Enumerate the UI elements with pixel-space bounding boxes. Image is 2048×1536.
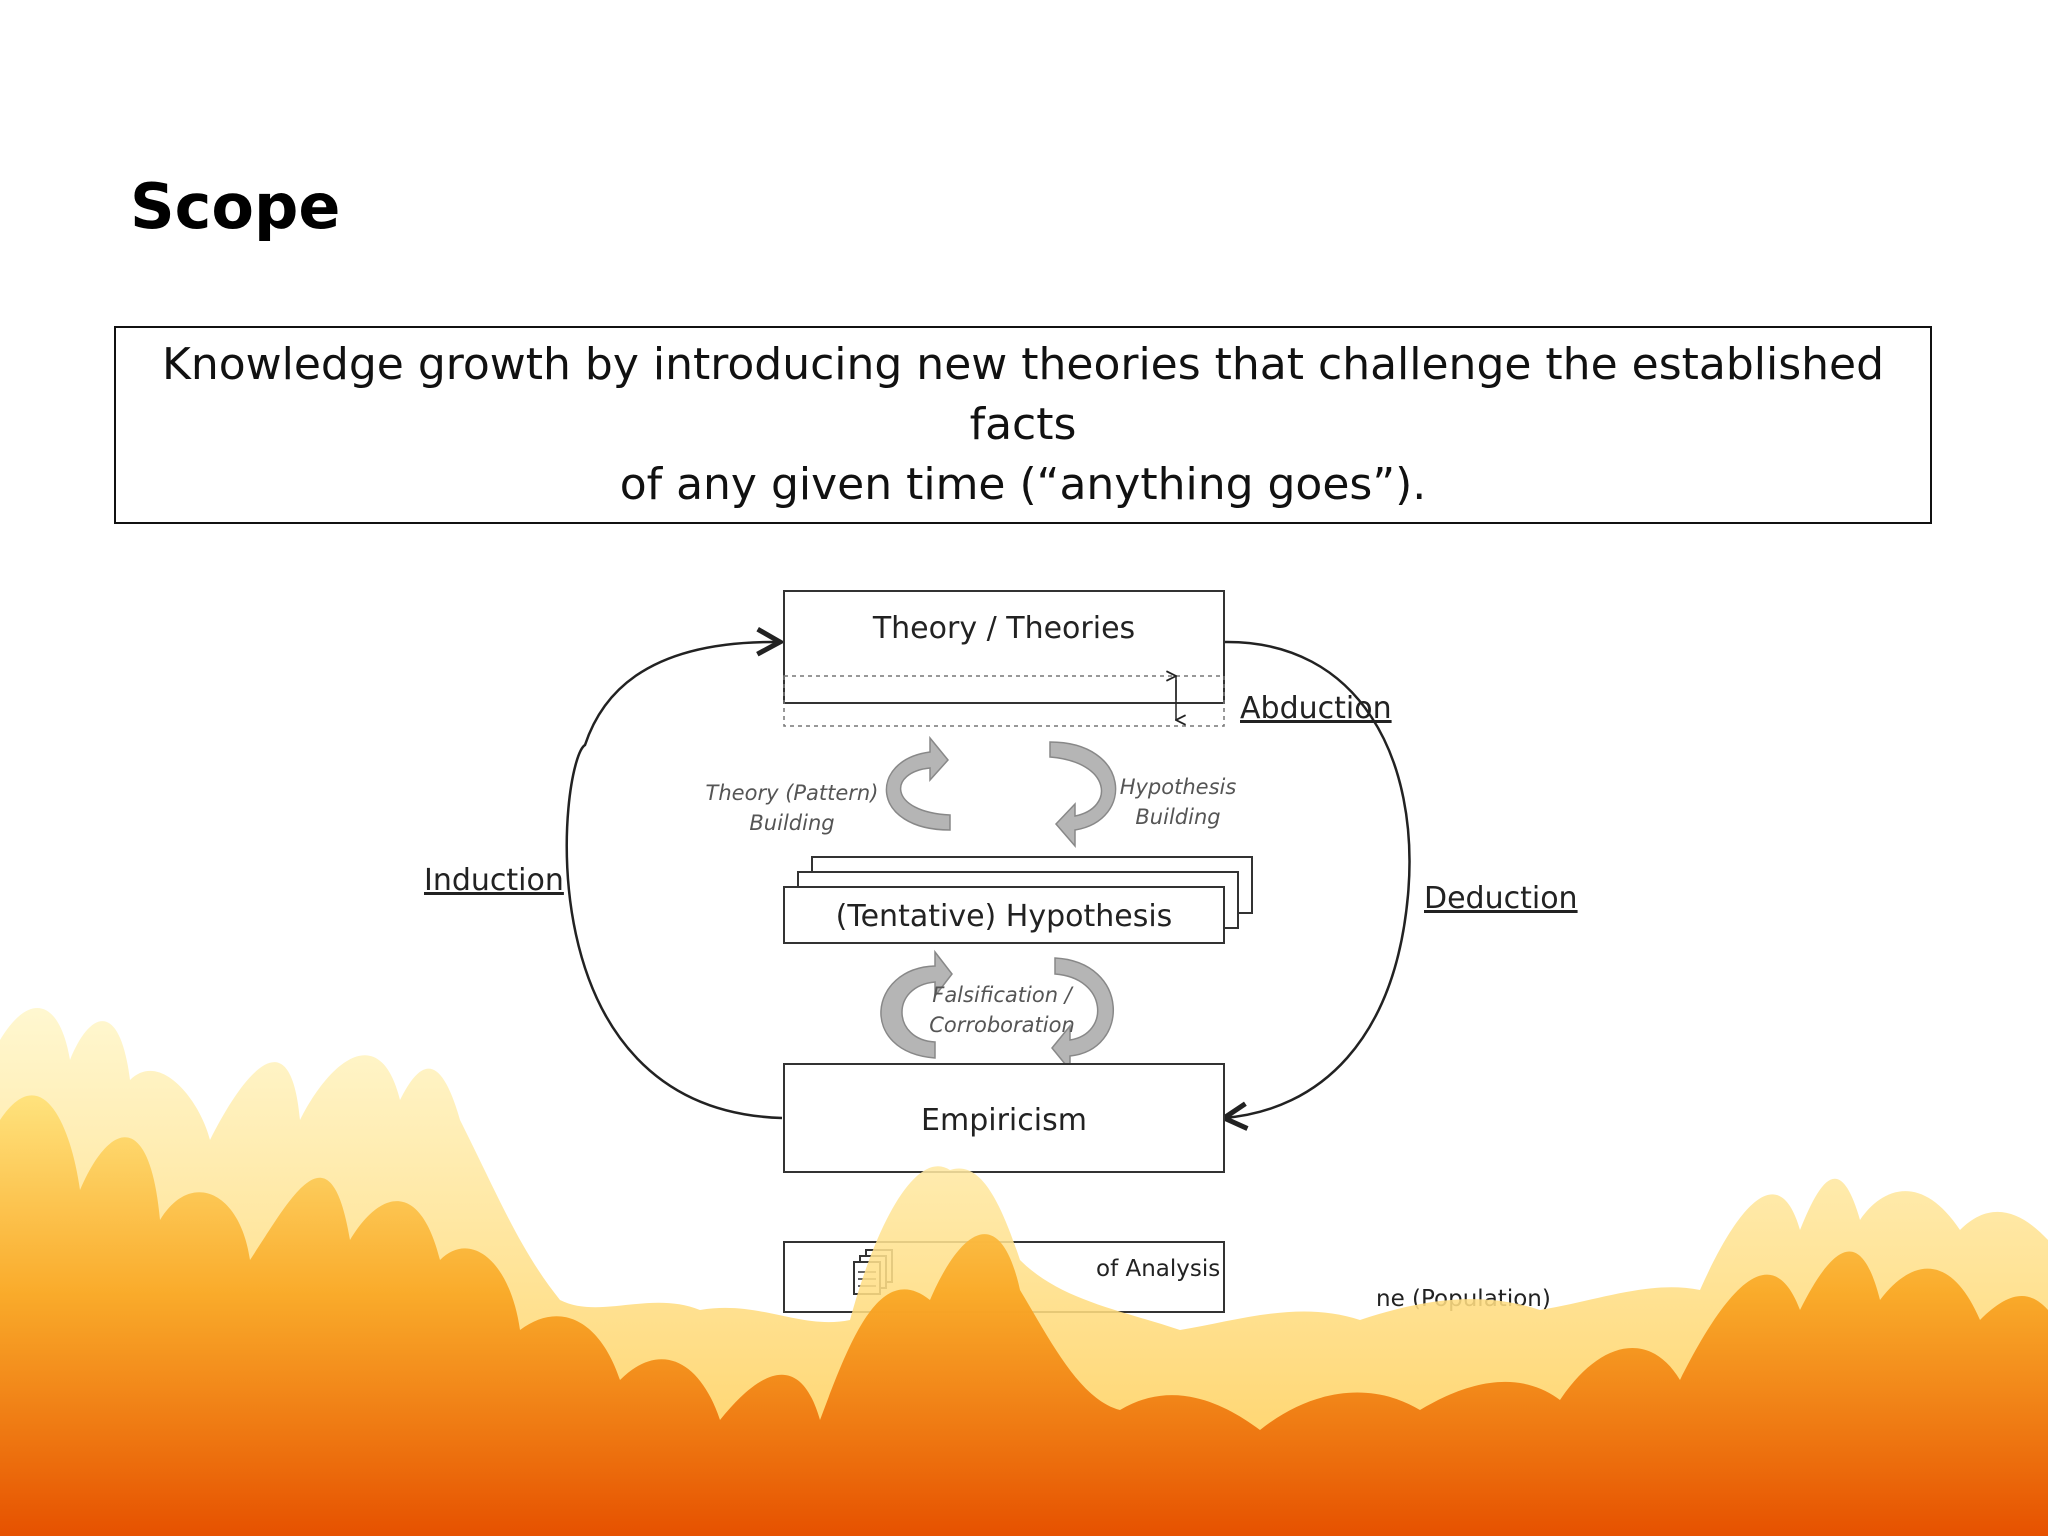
- theory-box-label: Theory / Theories: [872, 611, 1135, 646]
- unit-of-analysis-label: of Analysis: [1096, 1256, 1220, 1282]
- induction-arrow: [565, 642, 782, 1120]
- theory-box: [783, 590, 1225, 704]
- definition-line-2: of any given time (“anything goes”).: [619, 459, 1427, 510]
- hypothesis-building-arrow: [1049, 741, 1117, 849]
- abduction-label: Abduction: [1240, 691, 1392, 726]
- theory-building-label-2: Building: [749, 811, 834, 835]
- hypothesis-box-label: (Tentative) Hypothesis: [836, 899, 1173, 934]
- induction-label: Induction: [424, 863, 564, 898]
- abduction-dashed-region: [783, 675, 1225, 727]
- definition-line-1: Knowledge growth by introducing new theo…: [161, 339, 1885, 450]
- falsification-label-2: Corroboration: [929, 1013, 1075, 1037]
- hypothesis-building-label-2: Building: [1135, 805, 1220, 829]
- population-label: ne (Population): [1376, 1286, 1551, 1312]
- deduction-label: Deduction: [1424, 881, 1578, 916]
- definition-box: Knowledge growth by introducing new theo…: [114, 326, 1932, 524]
- empiricism-box-label: Empiricism: [921, 1103, 1087, 1138]
- document-stack-icon: [853, 1249, 893, 1295]
- falsification-label: Falsification /: [932, 983, 1073, 1007]
- theory-building-arrow: [885, 735, 951, 831]
- slide-title: Scope: [130, 170, 341, 243]
- theory-building-label: Theory (Pattern): [706, 781, 879, 805]
- hypothesis-building-label: Hypothesis: [1120, 775, 1237, 799]
- hypothesis-box: [783, 886, 1225, 944]
